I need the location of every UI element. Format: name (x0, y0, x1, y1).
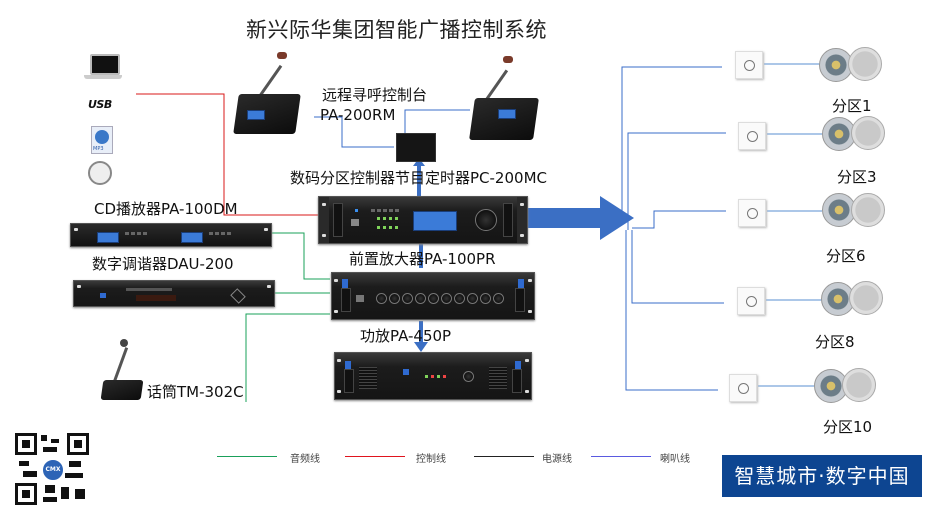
zone-label: 分区1 (832, 97, 872, 115)
zone-label: 分区6 (826, 247, 866, 265)
volume-controller-icon (737, 287, 765, 315)
cd-player-label: CD播放器PA-100DM (94, 200, 238, 218)
legend-label-audio: 音频线 (290, 454, 320, 465)
alarm-clock-icon (88, 161, 112, 185)
zone-label: 分区8 (815, 333, 855, 351)
zone-controller-device (318, 196, 528, 244)
speaker-cover-icon (851, 193, 885, 227)
paging-interface-box (396, 133, 436, 162)
legend-line-control (345, 456, 405, 457)
cd-player-device (70, 223, 272, 247)
zone-label: 分区3 (837, 168, 877, 186)
down-arrow-icon (414, 342, 428, 352)
brand-logo: 智慧城市·数字中国 (722, 455, 922, 497)
speaker-line-zone3 (627, 132, 726, 230)
power-amp-device (334, 352, 532, 400)
remote-console-name: 远程寻呼控制台 (322, 86, 428, 104)
speaker-line-zone10 (625, 230, 718, 391)
speaker-cover-icon (849, 281, 883, 315)
output-arrow-icon (528, 196, 634, 240)
speaker-line-zone8 (631, 230, 724, 304)
volume-controller-icon (729, 374, 757, 402)
volume-controller-icon (738, 199, 766, 227)
speaker-cover-icon (848, 47, 882, 81)
preamp-device (331, 272, 535, 320)
mp3-file-icon: MP3 (91, 126, 113, 154)
tuner-device (73, 280, 275, 307)
tuner-label: 数字调谐器DAU-200 (92, 255, 234, 273)
speaker-line-zone6 (632, 210, 726, 229)
zone-label: 分区10 (823, 418, 873, 436)
legend-line-speaker (591, 456, 651, 457)
qr-code[interactable]: CMX (15, 433, 89, 505)
console-link-right (404, 109, 470, 133)
audio-line-tuner (270, 232, 330, 280)
control-line (136, 93, 318, 216)
remote-console-model: PA-200RM (320, 106, 396, 124)
laptop-icon (84, 54, 124, 80)
speaker-line-zone1 (621, 66, 722, 225)
microphone-label: 话筒TM-302C (147, 383, 244, 401)
zone-controller-label: 数码分区控制器节目定时器PC-200MC (290, 169, 547, 187)
legend-label-speaker: 喇叭线 (660, 454, 690, 465)
volume-controller-icon (735, 51, 763, 79)
audio-line-mic (245, 313, 330, 402)
ceiling-speaker-icon (822, 117, 856, 151)
usb-icon: USB (88, 98, 112, 111)
speaker-cover-icon (851, 116, 885, 150)
legend-label-control: 控制线 (416, 454, 446, 465)
preamp-label: 前置放大器PA-100PR (349, 250, 496, 268)
legend-label-power: 电源线 (542, 454, 572, 465)
speaker-cover-icon (842, 368, 876, 402)
legend-line-audio (217, 456, 277, 457)
up-arrow-icon (413, 158, 425, 166)
legend-line-power (474, 456, 534, 457)
power-amp-label: 功放PA-450P (360, 327, 452, 345)
ceiling-speaker-icon (819, 48, 853, 82)
console-link-left (314, 116, 394, 148)
volume-controller-icon (738, 122, 766, 150)
qr-badge: CMX (42, 459, 64, 481)
page-title: 新兴际华集团智能广播控制系统 (246, 18, 547, 42)
